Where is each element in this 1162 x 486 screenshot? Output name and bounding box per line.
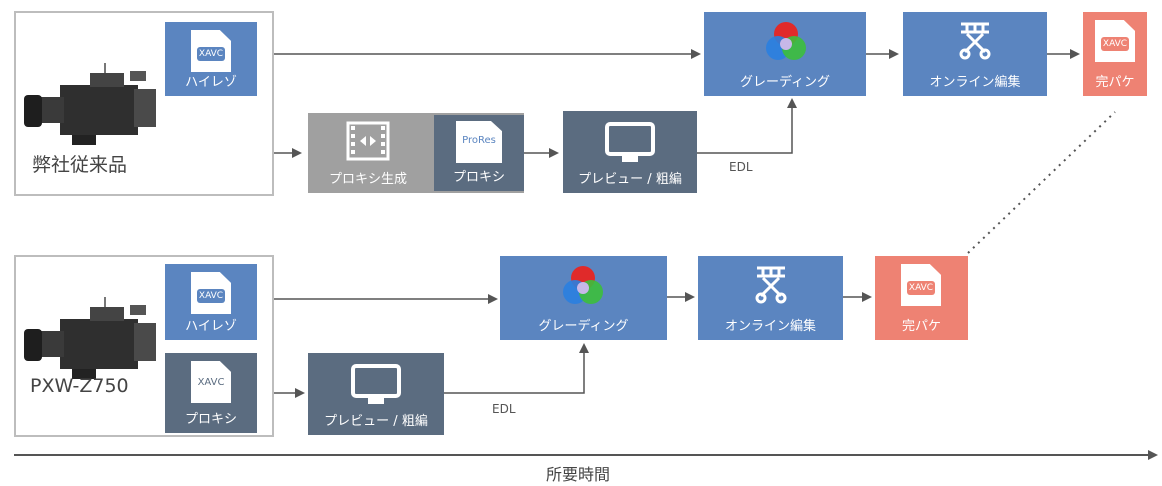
bottom-proxy-box: XAVC プロキシ xyxy=(165,353,257,433)
top-hires-file-icon: XAVC xyxy=(191,30,231,72)
top-proxy-label: プロキシ xyxy=(452,170,505,185)
bottom-hires-box: XAVC ハイレゾ xyxy=(165,264,257,340)
bottom-proxy-label: プロキシ xyxy=(184,412,237,427)
top-online-label: オンライン編集 xyxy=(929,75,1021,90)
bottom-hires-label: ハイレゾ xyxy=(185,319,237,334)
bottom-grading-label: グレーディング xyxy=(538,319,629,334)
bottom-proxy-file-icon: XAVC xyxy=(191,361,231,403)
top-online-box: オンライン編集 xyxy=(903,12,1047,96)
color-wheel-icon xyxy=(766,22,806,60)
bottom-online-box: オンライン編集 xyxy=(698,256,843,340)
top-hires-label: ハイレゾ xyxy=(185,75,237,90)
top-final-file-icon: XAVC xyxy=(1095,20,1135,62)
bottom-final-label: 完パケ xyxy=(901,319,941,334)
top-hires-box: XAVC ハイレゾ xyxy=(165,22,257,96)
monitor-icon xyxy=(351,364,401,404)
top-proxy-gen-box: プロキシ生成 ProRes プロキシ xyxy=(308,113,524,193)
film-scissors-icon xyxy=(959,22,991,60)
bottom-preview-box: プレビュー / 粗編 xyxy=(308,353,444,435)
top-camera-frame: 弊社従来品 xyxy=(14,11,274,196)
top-proxy-file-icon: ProRes xyxy=(456,121,502,163)
bottom-final-file-tag: XAVC xyxy=(907,281,935,295)
arrow-bottom-preview-to-grading xyxy=(444,343,589,394)
top-final-file-tag: XAVC xyxy=(1101,37,1129,51)
top-preview-box: プレビュー / 粗編 xyxy=(563,111,697,193)
bottom-final-box: XAVC 完パケ xyxy=(875,256,968,340)
time-axis-label: 所要時間 xyxy=(546,465,611,484)
top-proxy-gen-label: プロキシ生成 xyxy=(328,172,407,187)
film-strip-icon xyxy=(346,121,390,161)
bottom-hires-file-icon: XAVC xyxy=(191,272,231,314)
top-edl-label: EDL xyxy=(729,160,753,174)
top-hires-file-tag: XAVC xyxy=(197,47,225,61)
bottom-final-file-icon: XAVC xyxy=(901,264,941,306)
top-proxy-file-tag: ProRes xyxy=(462,135,496,146)
color-wheel-icon xyxy=(563,266,603,304)
bottom-online-label: オンライン編集 xyxy=(724,319,816,334)
top-preview-label: プレビュー / 粗編 xyxy=(578,172,682,187)
top-final-box: XAVC 完パケ xyxy=(1083,12,1147,96)
top-grading-box: グレーディング xyxy=(704,12,866,96)
bottom-grading-box: グレーディング xyxy=(500,256,667,340)
bottom-preview-label: プレビュー / 粗編 xyxy=(324,414,428,429)
top-proxy-box: ProRes プロキシ xyxy=(434,115,524,191)
arrow-top-preview-to-grading xyxy=(697,98,797,154)
bottom-proxy-file-tag: XAVC xyxy=(197,377,225,388)
dotted-comparison-line xyxy=(967,111,1116,254)
monitor-icon xyxy=(605,122,655,162)
film-scissors-icon xyxy=(755,266,787,304)
bottom-camera-label: PXW-Z750 xyxy=(30,375,129,397)
bottom-edl-label: EDL xyxy=(492,402,516,416)
top-camera-label: 弊社従来品 xyxy=(32,154,128,176)
camcorder-icon xyxy=(24,63,156,145)
top-final-label: 完パケ xyxy=(1095,75,1135,90)
bottom-hires-file-tag: XAVC xyxy=(197,289,225,303)
camcorder-icon xyxy=(24,297,156,379)
top-grading-label: グレーディング xyxy=(739,75,831,90)
